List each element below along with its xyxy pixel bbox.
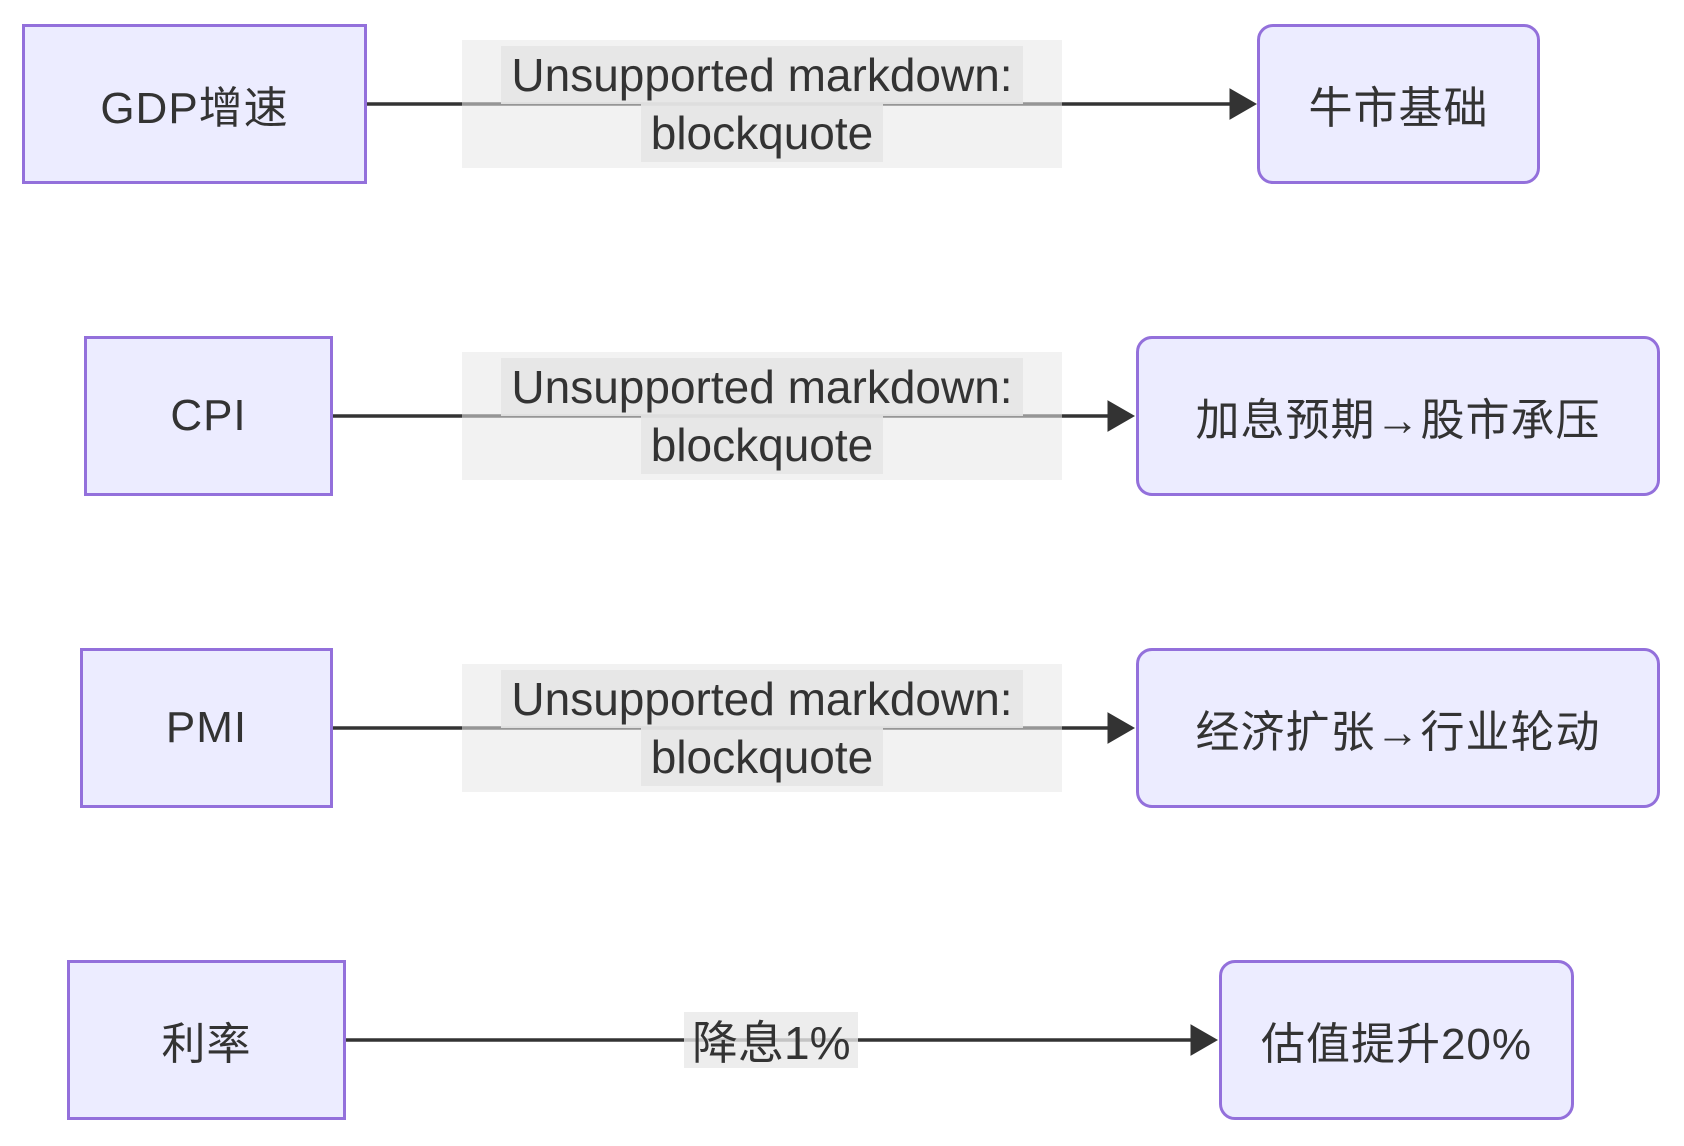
edge-label-row2: Unsupported markdown: blockquote: [462, 352, 1062, 480]
node-economic-expansion-rotation: 经济扩张→行业轮动: [1136, 648, 1660, 808]
edge-label-line: Unsupported markdown:: [501, 46, 1023, 104]
arrowhead-icon: [1229, 88, 1258, 120]
edge-label-row4: 降息1%: [684, 1012, 859, 1069]
node-bull-market-base: 牛市基础: [1257, 24, 1540, 184]
arrowhead-icon: [1107, 400, 1136, 432]
edge-label-line: Unsupported markdown:: [501, 670, 1023, 728]
node-label: CPI: [170, 391, 247, 440]
arrowhead-icon: [1190, 1024, 1219, 1056]
node-label: 经济扩张→行业轮动: [1195, 708, 1601, 757]
edge-label-line: blockquote: [640, 104, 884, 162]
node-interest-rate: 利率: [67, 960, 346, 1120]
node-rate-hike-pressure: 加息预期→股市承压: [1136, 336, 1660, 496]
arrowhead-icon: [1107, 712, 1136, 744]
node-label: 牛市基础: [1308, 84, 1489, 133]
edge-label-line: blockquote: [640, 416, 884, 474]
node-pmi: PMI: [80, 648, 333, 808]
edge-label-line: Unsupported markdown:: [501, 358, 1023, 416]
node-label: PMI: [165, 703, 248, 752]
node-gdp-growth: GDP增速: [22, 24, 367, 184]
edge-label-row3: Unsupported markdown: blockquote: [462, 664, 1062, 792]
edge-label-line: 降息1%: [692, 1017, 851, 1069]
node-label: GDP增速: [100, 84, 289, 133]
node-label: 利率: [161, 1020, 252, 1069]
node-label: 加息预期→股市承压: [1195, 396, 1601, 445]
node-label: 估值提升20%: [1260, 1020, 1533, 1069]
node-cpi: CPI: [84, 336, 333, 496]
node-valuation-up-20: 估值提升20%: [1219, 960, 1574, 1120]
edge-label-row1: Unsupported markdown: blockquote: [462, 40, 1062, 168]
edge-label-line: blockquote: [640, 728, 884, 786]
